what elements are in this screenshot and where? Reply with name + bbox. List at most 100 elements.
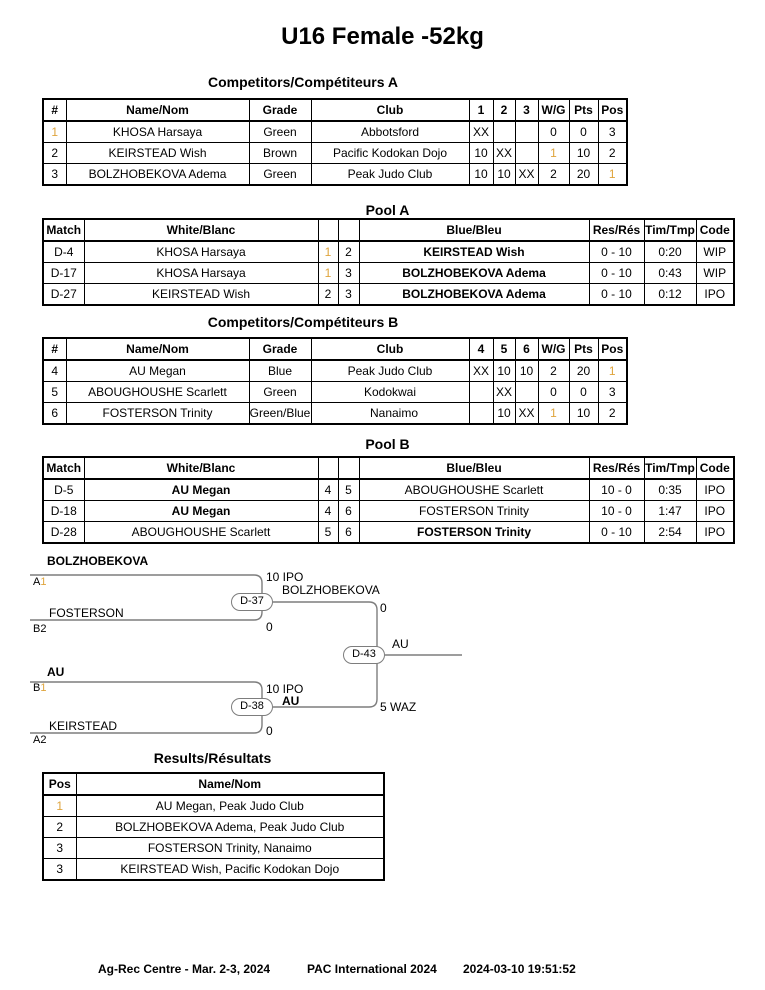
code-cell: IPO (695, 521, 735, 544)
match-score-cell: 10 (492, 359, 516, 382)
position-cell: 3 (42, 837, 77, 859)
seed-number: 2 (40, 734, 47, 746)
col-header-club: Club (310, 337, 470, 361)
table-header-row: # Name/Nom Grade Club 4 5 6 W/G Pts Pos (42, 337, 628, 361)
table-row: 4 AU Megan Blue Peak Judo Club XX 10 10 … (42, 359, 628, 382)
bracket-seed-label: B2 (33, 623, 46, 636)
time-cell: 0:20 (643, 240, 697, 263)
col-header-spacer (317, 456, 339, 480)
bracket-seed-label: B1 (33, 682, 46, 695)
grade-cell: Blue (248, 359, 312, 382)
match-row: D-17 KHOSA Harsaya 1 3 BOLZHOBEKOVA Adem… (42, 262, 735, 284)
club-cell: Pacific Kodokan Dojo (310, 142, 470, 164)
competitors-b-table: # Name/Nom Grade Club 4 5 6 W/G Pts Pos … (42, 337, 628, 425)
col-header-code: Code (695, 456, 735, 480)
col-header-name: Name/Nom (65, 98, 250, 122)
time-cell: 0:43 (643, 262, 697, 284)
match-node: D-38 (231, 698, 273, 716)
table-row: 2 KEIRSTEAD Wish Brown Pacific Kodokan D… (42, 142, 628, 164)
draw-number-cell: 3 (42, 163, 67, 186)
match-code-cell: D-5 (42, 478, 85, 501)
grade-cell: Brown (248, 142, 312, 164)
blue-number-cell: 6 (337, 500, 360, 522)
name-cell: BOLZHOBEKOVA Adema (65, 163, 250, 186)
blue-number-cell: 5 (337, 478, 360, 501)
table-row: 1 KHOSA Harsaya Green Abbotsford XX 0 0 … (42, 120, 628, 143)
table-row: 6 FOSTERSON Trinity Green/Blue Nanaimo 1… (42, 402, 628, 425)
col-header-spacer (337, 456, 360, 480)
white-name-cell: KHOSA Harsaya (83, 262, 319, 284)
match-score-cell (468, 381, 494, 403)
col-header-m1: 1 (468, 98, 494, 122)
white-number-cell: 1 (317, 240, 339, 263)
col-header-m2: 2 (492, 98, 516, 122)
position-cell: 1 (42, 794, 77, 817)
col-header-white: White/Blanc (83, 456, 319, 480)
footer-event: PAC International 2024 (307, 962, 437, 976)
table-header-row: Match White/Blanc Blue/Bleu Res/Rés Tim/… (42, 456, 735, 480)
match-code-cell: D-28 (42, 521, 85, 544)
points-cell: 20 (568, 359, 599, 382)
pool-b-table: Match White/Blanc Blue/Bleu Res/Rés Tim/… (42, 456, 735, 544)
table-header-row: # Name/Nom Grade Club 1 2 3 W/G Pts Pos (42, 98, 628, 122)
position-cell: 2 (597, 402, 628, 425)
match-score-cell: 10 (492, 402, 516, 425)
col-header-num: # (42, 337, 67, 361)
col-header-club: Club (310, 98, 470, 122)
match-score-cell (514, 142, 539, 164)
match-node: D-43 (343, 646, 385, 664)
bracket-score: 0 (266, 724, 273, 738)
col-header-name: Name/Nom (75, 772, 385, 796)
table-header-row: Pos Name/Nom (42, 772, 385, 796)
result-cell: 0 - 10 (588, 521, 645, 544)
bracket-entry-name: FOSTERSON (49, 606, 124, 620)
bracket-winner-name: AU (392, 637, 409, 651)
table-row: 5 ABOUGHOUSHE Scarlett Green Kodokwai XX… (42, 381, 628, 403)
white-name-cell: KHOSA Harsaya (83, 240, 319, 263)
grade-cell: Green (248, 120, 312, 143)
blue-name-cell: KEIRSTEAD Wish (358, 240, 590, 263)
result-cell: 0 - 10 (588, 283, 645, 306)
match-score-cell (514, 120, 539, 143)
col-header-blue: Blue/Bleu (358, 456, 590, 480)
bracket-entry-name: KEIRSTEAD (49, 719, 118, 733)
wins-cell: 0 (537, 381, 570, 403)
bracket-score: 10 IPO (266, 570, 304, 584)
time-cell: 0:12 (643, 283, 697, 306)
points-cell: 10 (568, 402, 599, 425)
wins-cell: 2 (537, 163, 570, 186)
match-score-cell: XX (468, 120, 494, 143)
seed-letter: A (33, 576, 41, 588)
code-cell: IPO (695, 500, 735, 522)
col-header-match: Match (42, 218, 85, 242)
name-cell: KHOSA Harsaya (65, 120, 250, 143)
results-title: Results/Résultats (153, 750, 272, 766)
match-code-cell: D-17 (42, 262, 85, 284)
col-header-match: Match (42, 456, 85, 480)
pool-a-table: Match White/Blanc Blue/Bleu Res/Rés Tim/… (42, 218, 735, 306)
col-header-wg: W/G (537, 337, 570, 361)
bracket-score: 0 (380, 601, 387, 615)
draw-number-cell: 6 (42, 402, 67, 425)
result-cell: 10 - 0 (588, 478, 645, 501)
result-cell: 0 - 10 (588, 240, 645, 263)
bracket-score: 5 WAZ (380, 700, 417, 714)
col-header-m1: 4 (468, 337, 494, 361)
match-score-cell: XX (514, 402, 539, 425)
match-row: D-28 ABOUGHOUSHE Scarlett 5 6 FOSTERSON … (42, 521, 735, 544)
result-row: 3 KEIRSTEAD Wish, Pacific Kodokan Dojo (42, 858, 385, 881)
wins-cell: 1 (537, 142, 570, 164)
white-number-cell: 1 (317, 262, 339, 284)
points-cell: 0 (568, 120, 599, 143)
col-header-name: Name/Nom (65, 337, 250, 361)
blue-number-cell: 6 (337, 521, 360, 544)
grade-cell: Green/Blue (248, 402, 312, 425)
bracket-score: 10 IPO (266, 682, 304, 696)
result-cell: 0 - 10 (588, 262, 645, 284)
bracket-entry-name: BOLZHOBEKOVA (47, 554, 149, 568)
col-header-spacer (317, 218, 339, 242)
position-cell: 3 (597, 381, 628, 403)
club-cell: Peak Judo Club (310, 163, 470, 186)
blue-name-cell: FOSTERSON Trinity (358, 500, 590, 522)
table-header-row: Match White/Blanc Blue/Bleu Res/Rés Tim/… (42, 218, 735, 242)
